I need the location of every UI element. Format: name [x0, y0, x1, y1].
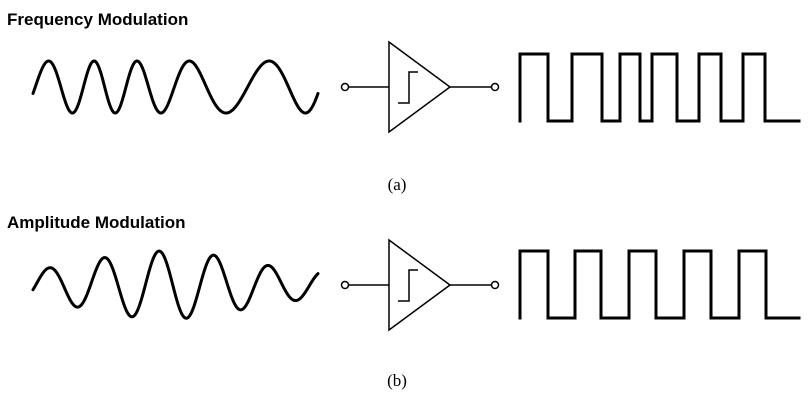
panel-b-caption: (b): [387, 371, 407, 390]
panel-a-caption: (a): [387, 175, 407, 194]
schmitt-trigger-buffer-icon: [388, 238, 452, 332]
input-terminal-icon: [340, 82, 350, 92]
schmitt-trigger-buffer-icon: [388, 40, 452, 134]
output-terminal-icon: [490, 82, 500, 92]
fm-square-output: [518, 52, 801, 123]
panel-a-comparator: [340, 40, 500, 134]
panel-a: [31, 40, 801, 134]
panel-b-heading: Amplitude Modulation: [7, 213, 186, 232]
panel-a-heading: Frequency Modulation: [7, 10, 189, 29]
input-terminal-icon: [340, 280, 350, 290]
fm-sine-wave: [31, 59, 320, 115]
panel-b: [31, 238, 801, 332]
am-square-output: [518, 249, 801, 320]
hysteresis-symbol-icon: [398, 269, 418, 302]
output-terminal-icon: [490, 280, 500, 290]
panel-b-comparator: [340, 238, 500, 332]
am-sine-wave: [31, 249, 320, 320]
hysteresis-symbol-icon: [398, 71, 418, 104]
